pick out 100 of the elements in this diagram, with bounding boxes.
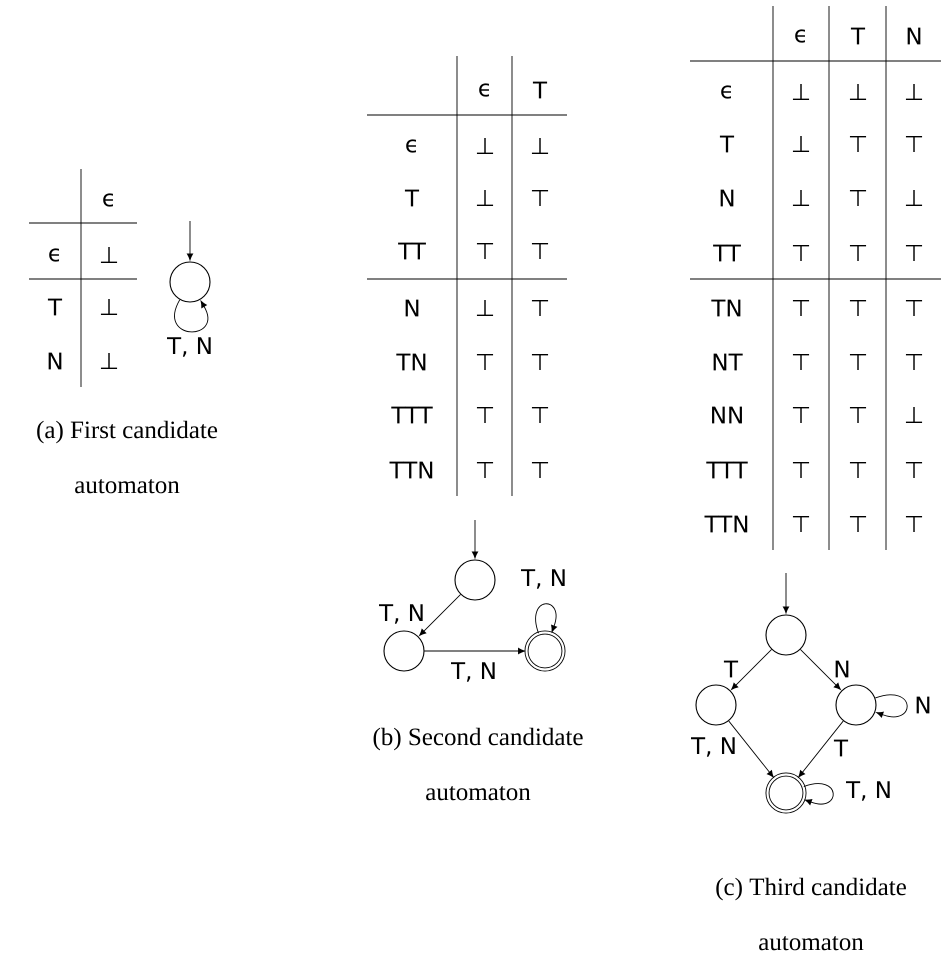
edge-label: T (722, 660, 740, 678)
table-cell: ⊤ (792, 300, 810, 316)
row-header: TTN (390, 462, 432, 478)
caption: (a) First candidate automaton (37, 420, 218, 494)
edge-label: N (832, 660, 852, 678)
table-cell: ⊤ (850, 516, 866, 532)
edge-label: N (913, 696, 933, 714)
edge-label: T, N (690, 736, 738, 758)
self-loop-arrow (535, 603, 557, 634)
row-header: TN (396, 354, 426, 370)
column-header: T (850, 28, 866, 44)
table-cell: ⊤ (532, 300, 548, 316)
arrow (800, 649, 841, 690)
table-cell: ⊤ (850, 136, 866, 152)
state-circle (383, 630, 425, 672)
self-loop-arrow (174, 299, 208, 332)
edge-label: T, N (450, 661, 498, 683)
row-header: T (48, 298, 62, 316)
arrow (798, 720, 844, 778)
column-header: N (908, 28, 920, 44)
table-cell: ⊤ (906, 244, 922, 262)
table-cell: ⊤ (906, 462, 922, 478)
row-header: N (720, 190, 734, 206)
edge-label: T, N (520, 568, 568, 590)
table-cell: ⊤ (850, 462, 866, 478)
edge-label: T, N (378, 603, 426, 625)
start-arrow (472, 520, 478, 558)
table-cell: ⊤ (906, 136, 922, 152)
table-cell: ⊤ (792, 516, 810, 532)
table-cell: ⊥ (100, 352, 118, 370)
row-header: ϵ (721, 85, 731, 99)
row-header: TTT (391, 406, 433, 424)
caption: (b) Second candidate automaton (374, 728, 583, 800)
row-header: TT (713, 244, 741, 262)
row-header: N (48, 352, 62, 370)
row-header: NN (712, 406, 742, 424)
arrow (728, 720, 774, 778)
state-circle (765, 614, 807, 656)
edge-label: T (832, 738, 850, 758)
row-header: TTT (706, 462, 748, 478)
table-cell: ⊤ (532, 462, 548, 478)
table-cell: ⊥ (100, 298, 118, 316)
arrow (731, 649, 772, 690)
row-header: ϵ (406, 139, 416, 153)
table-cell: ⊥ (100, 246, 118, 264)
table-cell: ⊥ (906, 406, 922, 424)
table-cell: ⊥ (906, 84, 922, 100)
row-header: T (720, 136, 734, 152)
table-cell: ⊤ (476, 354, 494, 370)
column-header: T (532, 82, 548, 98)
table-cell: ⊤ (476, 406, 494, 424)
table-cell: ⊤ (850, 354, 866, 370)
state-circle (169, 261, 211, 303)
row-header: TT (398, 242, 426, 260)
table-cell: ⊤ (906, 516, 922, 532)
column-header: ϵ (103, 193, 113, 207)
start-arrow (186, 220, 194, 260)
table-cell: ⊤ (850, 300, 866, 316)
row-header: TTN (704, 516, 748, 532)
table-cell: ⊤ (532, 354, 548, 370)
table-cell: ⊥ (476, 300, 494, 316)
row-header: N (406, 300, 418, 316)
arrow (419, 594, 461, 636)
table-cell: ⊤ (906, 354, 922, 370)
table-cell: ⊤ (476, 242, 494, 260)
state-circle (695, 684, 737, 726)
table-cell: ⊥ (850, 84, 866, 100)
row-header: T (404, 190, 420, 206)
table-cell: ⊤ (476, 462, 494, 478)
accepting-state (524, 630, 566, 672)
state-circle (835, 684, 877, 726)
accepting-state (766, 772, 806, 814)
self-loop-arrow (803, 783, 834, 805)
table-cell: ⊤ (850, 244, 866, 262)
table-cell: ⊤ (532, 190, 548, 206)
column-header: ϵ (795, 29, 805, 43)
table-cell: ⊤ (532, 242, 548, 260)
table-cell: ⊤ (792, 244, 810, 262)
table-cell: ⊤ (850, 406, 866, 424)
edge-label: T, N (166, 336, 214, 358)
table-cell: ⊥ (792, 190, 810, 206)
table-cell: ⊥ (476, 190, 494, 206)
self-loop-arrow (874, 694, 908, 718)
table-cell: ⊥ (476, 138, 494, 154)
row-header: TN (711, 300, 740, 316)
table-cell: ⊤ (792, 406, 810, 424)
state-circle (454, 559, 496, 601)
row-header: ϵ (49, 248, 59, 262)
edge-label: T, N (845, 780, 893, 802)
table-cell: ⊥ (792, 136, 810, 152)
table-cell: ⊥ (532, 138, 548, 154)
table-cell: ⊥ (792, 84, 810, 100)
table-cell: ⊤ (532, 406, 548, 424)
arrow (424, 648, 525, 654)
table-cell: ⊤ (850, 190, 866, 206)
start-arrow (782, 572, 790, 614)
table-cell: ⊤ (792, 462, 810, 478)
table-cell: ⊤ (906, 300, 922, 316)
table-cell: ⊥ (906, 190, 922, 206)
row-header: NT (714, 354, 743, 370)
